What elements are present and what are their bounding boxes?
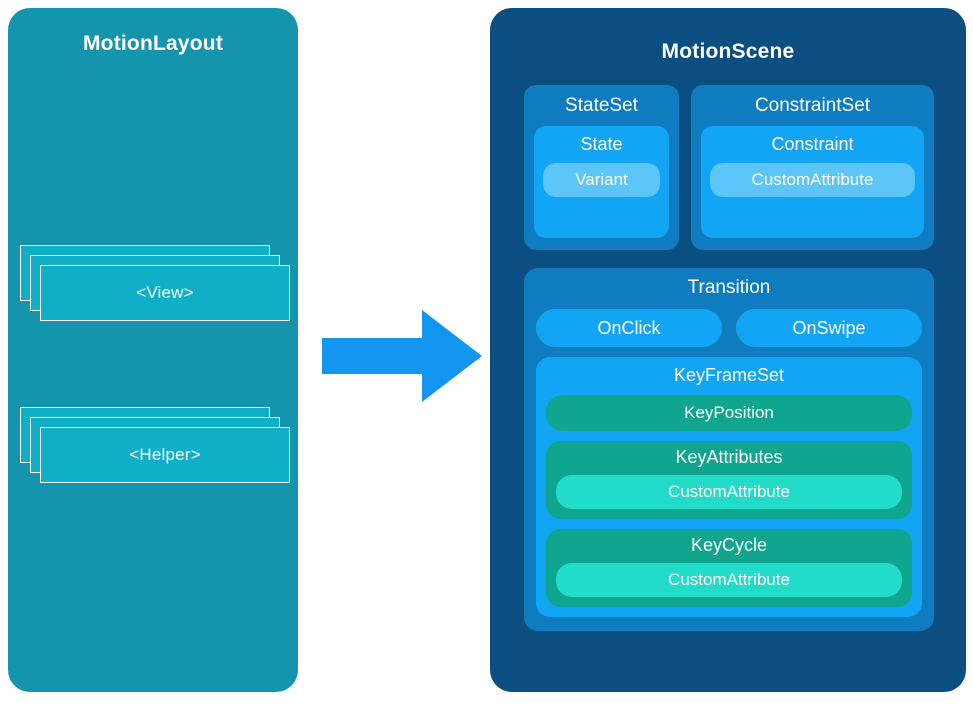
helper-card-label: <Helper> <box>129 445 201 464</box>
onswipe-pill: OnSwipe <box>736 309 922 347</box>
state-label: State <box>580 134 623 154</box>
motion-layout-title: MotionLayout <box>82 32 224 55</box>
keyframeset-box: KeyFrameSet KeyPosition KeyAttributes Cu… <box>536 357 922 617</box>
helper-card-front: <Helper> <box>40 427 290 483</box>
variant-pill: Variant <box>543 163 660 197</box>
view-card-stack: <View> <box>20 245 290 321</box>
transition-label: Transition <box>687 277 771 298</box>
constraintset-box: ConstraintSet Constraint CustomAttribute <box>691 85 934 250</box>
state-box: State Variant <box>534 126 669 238</box>
motion-layout-panel: MotionLayout <View> <Helper> <box>8 8 298 692</box>
keyframeset-label: KeyFrameSet <box>673 365 785 385</box>
constraint-label: Constraint <box>771 134 854 154</box>
keycycle-group: KeyCycle CustomAttribute <box>546 529 912 607</box>
keyposition-pill: KeyPosition <box>546 395 912 431</box>
view-card-front: <View> <box>40 265 290 321</box>
transition-box: Transition OnClick OnSwipe KeyFrameSet K… <box>524 268 934 631</box>
stateset-box: StateSet State Variant <box>524 85 679 250</box>
constraintset-label: ConstraintSet <box>754 95 871 116</box>
view-card-label: <View> <box>136 283 194 302</box>
stateset-label: StateSet <box>565 95 638 116</box>
keycycle-label: KeyCycle <box>690 535 768 555</box>
motion-scene-panel: MotionScene StateSet State Variant Const… <box>490 8 966 692</box>
set-row: StateSet State Variant ConstraintSet Con… <box>524 85 934 250</box>
keyattributes-group: KeyAttributes CustomAttribute <box>546 441 912 519</box>
keyattributes-label: KeyAttributes <box>675 447 783 467</box>
motion-scene-title: MotionScene <box>661 40 795 63</box>
onclick-pill: OnClick <box>536 309 722 347</box>
constraint-customattribute-pill: CustomAttribute <box>710 163 915 197</box>
keycycle-customattribute-pill: CustomAttribute <box>556 563 902 597</box>
keyattributes-customattribute-pill: CustomAttribute <box>556 475 902 509</box>
right-arrow-icon <box>322 310 482 402</box>
transition-trigger-row: OnClick OnSwipe <box>536 309 922 347</box>
helper-card-stack: <Helper> <box>20 407 290 483</box>
constraint-box: Constraint CustomAttribute <box>701 126 924 238</box>
